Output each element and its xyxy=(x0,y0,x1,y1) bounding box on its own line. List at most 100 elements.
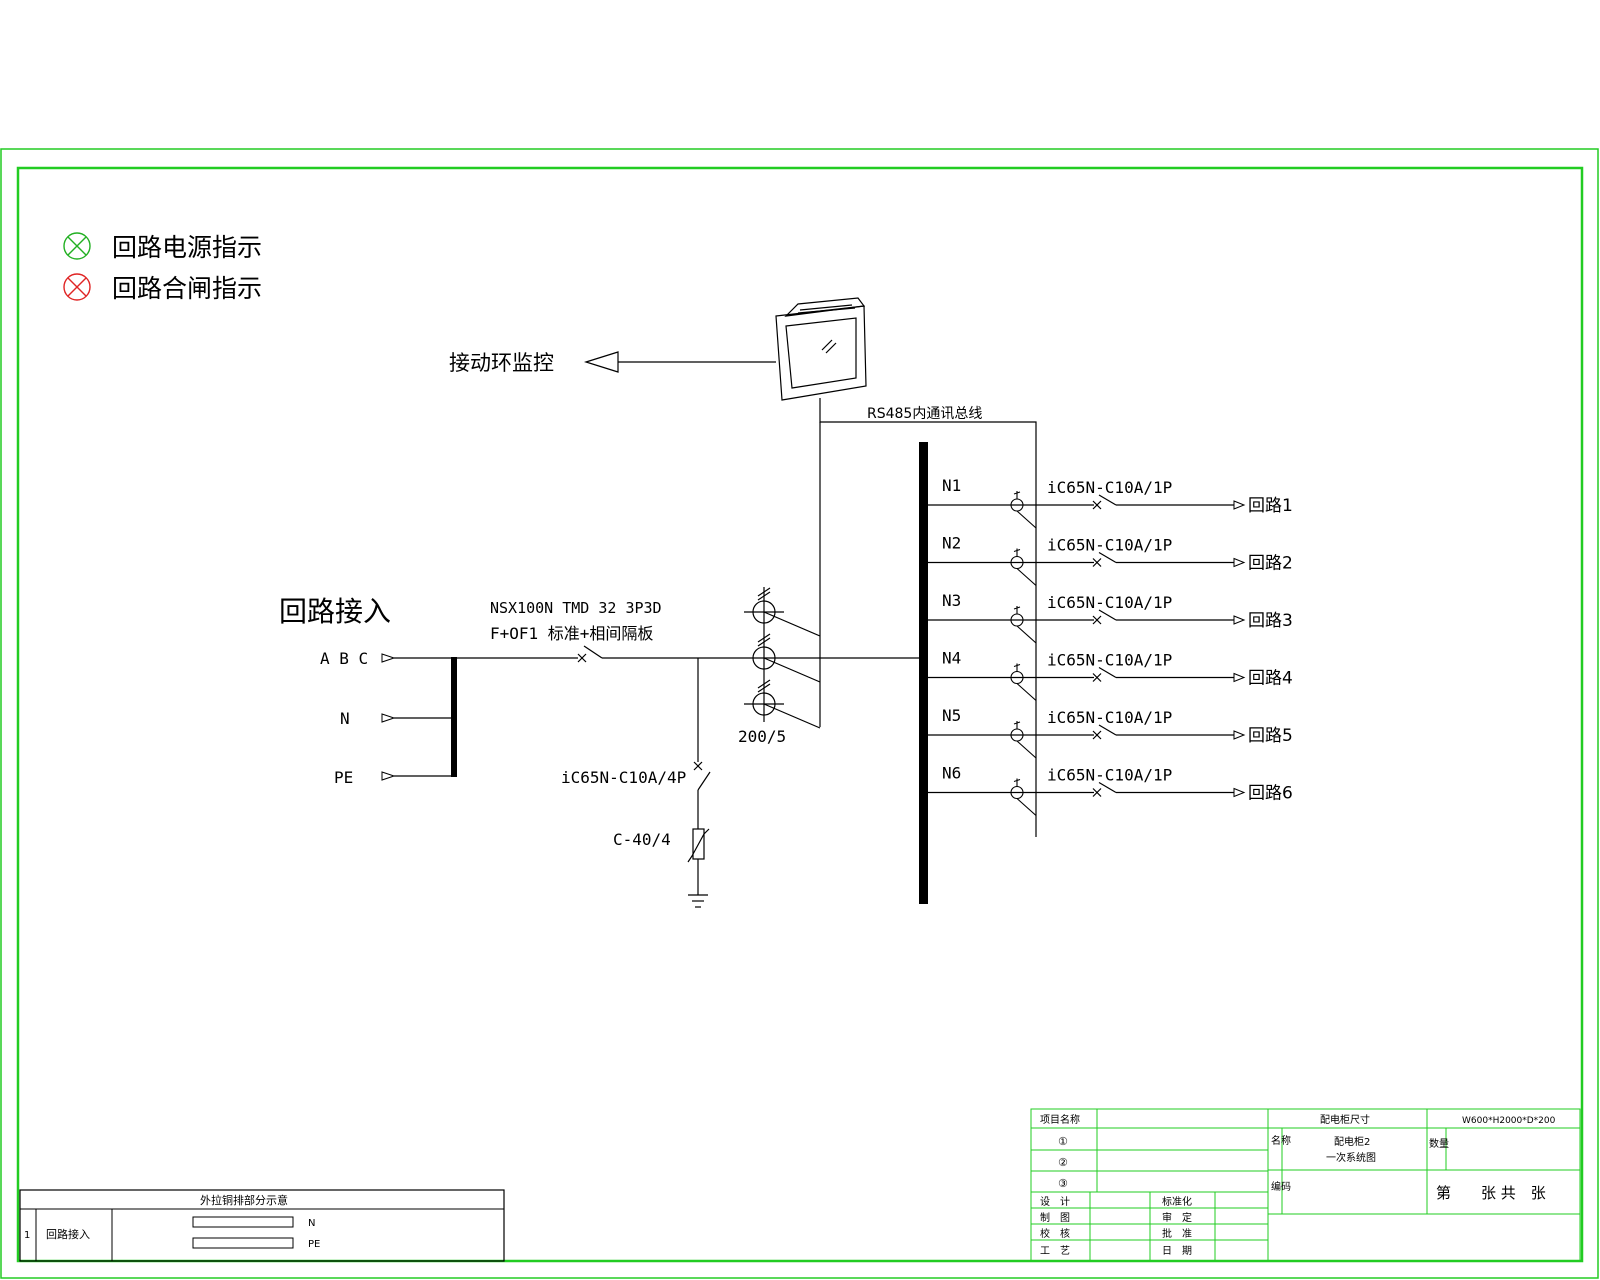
tb-name-label: 名称 xyxy=(1271,1134,1291,1147)
branch-circuit-label: 回路1 xyxy=(1248,496,1293,516)
tb-review: 审 定 xyxy=(1162,1211,1192,1224)
tb-code-label: 编码 xyxy=(1271,1180,1291,1193)
tb-name-value-1: 配电柜2 xyxy=(1334,1135,1370,1148)
branch-circuit-label: 回路4 xyxy=(1248,669,1293,689)
power-indicator-label: 回路电源指示 xyxy=(112,233,262,262)
terminal-arrow-icon xyxy=(1233,730,1246,740)
branch-circuit-label: 回路2 xyxy=(1248,554,1293,574)
branch-id-label: N1 xyxy=(942,476,961,495)
tb-check: 校 核 xyxy=(1040,1227,1070,1240)
terminal-arrow-icon xyxy=(1233,557,1246,568)
branch-id-label: N3 xyxy=(942,591,961,610)
tb-process: 工 艺 xyxy=(1040,1245,1070,1257)
terminal-arrow-icon xyxy=(1233,672,1246,683)
tb-cabinet-size-value: W600*H2000*D*200 xyxy=(1462,1116,1556,1126)
branch-breaker-label: iC65N-C10A/1P xyxy=(1047,708,1172,727)
main-breaker-accessory: F+OF1 标准+相间隔板 xyxy=(490,624,653,643)
breaker-contact xyxy=(1098,724,1117,736)
tb-qty-label: 数量 xyxy=(1429,1137,1449,1150)
main-breaker-symbol xyxy=(577,645,603,663)
current-sensor-lead xyxy=(1013,779,1021,782)
busbar-note-n: N xyxy=(308,1218,315,1229)
phase-label: A B C xyxy=(320,649,368,668)
breaker-x-mark xyxy=(1092,788,1102,797)
spd-model-label: C-40/4 xyxy=(613,830,671,849)
sensor-bus-link xyxy=(1016,683,1037,701)
tb-cabinet-size-label: 配电柜尺寸 xyxy=(1320,1113,1370,1126)
tb-approve: 批 准 xyxy=(1162,1227,1192,1240)
current-sensor-lead xyxy=(1013,664,1021,667)
current-sensor-lead xyxy=(1013,721,1021,725)
current-sensor-lead xyxy=(1013,491,1021,495)
breaker-x-mark xyxy=(1092,500,1102,510)
branch-breaker-label: iC65N-C10A/1P xyxy=(1047,766,1172,785)
rs485-bus-label: RS485内通讯总线 xyxy=(867,406,982,422)
breaker-contact xyxy=(1098,666,1117,679)
branch-id-label: N2 xyxy=(942,534,961,553)
inner-frame xyxy=(16,166,1584,1263)
branch-circuit-label: 回路5 xyxy=(1248,726,1293,746)
monitor-screen-icon xyxy=(775,297,867,401)
closing-indicator-icon xyxy=(63,273,91,301)
rs485-bus-line xyxy=(819,398,1037,837)
branch-circuit-label: 回路3 xyxy=(1248,611,1293,631)
branch-circuit-label: 回路6 xyxy=(1248,784,1293,804)
busbar-note-table: 外拉铜排部分示意 1 回路接入 N PE xyxy=(19,1189,505,1262)
ground-icon xyxy=(688,894,708,908)
monitor-label: 接动环监控 xyxy=(449,351,554,375)
breaker-x-mark xyxy=(1092,673,1102,682)
branch-breaker-label: iC65N-C10A/1P xyxy=(1047,593,1172,612)
branch-id-label: N4 xyxy=(942,649,961,668)
branch-row: N3 iC65N-C10A/1P 回路3 xyxy=(928,591,1293,644)
title-block xyxy=(1030,1108,1581,1262)
busbar-note-title: 外拉铜排部分示意 xyxy=(200,1193,288,1207)
sensor-bus-link xyxy=(1016,740,1037,759)
title-block-text: 项目名称 配电柜尺寸 W600*H2000*D*200 ① ② ③ 名称 配电柜… xyxy=(1040,1113,1556,1257)
current-sensor-lead xyxy=(1013,549,1021,552)
spd-breaker-label: iC65N-C10A/4P xyxy=(561,768,686,787)
sensor-bus-link xyxy=(1016,568,1037,586)
terminal-arrow-icon xyxy=(381,653,396,781)
neutral-label: N xyxy=(340,709,350,728)
tb-project-name: 项目名称 xyxy=(1040,1113,1080,1126)
tb-row3: ③ xyxy=(1058,1177,1068,1190)
main-busbar xyxy=(919,442,928,904)
breaker-x-mark xyxy=(1092,558,1102,567)
busbar-note-index: 1 xyxy=(24,1230,30,1241)
sensor-bus-link xyxy=(1016,625,1037,644)
branch-breaker-label: iC65N-C10A/1P xyxy=(1047,536,1172,555)
ct-ratio-label: 200/5 xyxy=(738,727,786,746)
terminal-arrow-icon xyxy=(1233,787,1246,798)
earth-label: PE xyxy=(334,768,353,787)
branch-row: N2 iC65N-C10A/1P 回路2 xyxy=(928,534,1293,586)
spd-breaker-symbol xyxy=(693,761,711,829)
tb-design: 设 计 xyxy=(1040,1195,1070,1208)
current-sensor-lead xyxy=(1013,606,1021,610)
tb-row2: ② xyxy=(1058,1156,1068,1169)
incoming-title: 回路接入 xyxy=(279,595,391,628)
tb-name-value-2: 一次系统图 xyxy=(1326,1151,1376,1164)
sensor-bus-link xyxy=(1016,798,1037,816)
legend: 回路电源指示 回路合闸指示 xyxy=(63,232,262,303)
branch-row: N5 iC65N-C10A/1P 回路5 xyxy=(928,706,1293,759)
tb-date: 日 期 xyxy=(1162,1245,1192,1257)
monitor-arrow-icon xyxy=(583,351,619,373)
branch-id-label: N5 xyxy=(942,706,961,725)
breaker-contact xyxy=(1098,551,1117,564)
breaker-contact xyxy=(1098,494,1117,506)
breaker-contact xyxy=(1098,609,1117,621)
breaker-x-mark xyxy=(1092,615,1102,625)
current-transformer-symbol xyxy=(744,587,821,729)
tb-sheet: 第 张 共 张 xyxy=(1436,1184,1546,1202)
breaker-x-mark xyxy=(1092,730,1102,740)
branch-row: N1 iC65N-C10A/1P 回路1 xyxy=(928,476,1293,529)
branch-breaker-label: iC65N-C10A/1P xyxy=(1047,478,1172,497)
outer-frame xyxy=(0,148,1599,1279)
tb-standard: 标准化 xyxy=(1162,1195,1192,1208)
main-breaker-model: NSX100N TMD 32 3P3D xyxy=(490,599,662,617)
terminal-arrow-icon xyxy=(1233,500,1246,510)
